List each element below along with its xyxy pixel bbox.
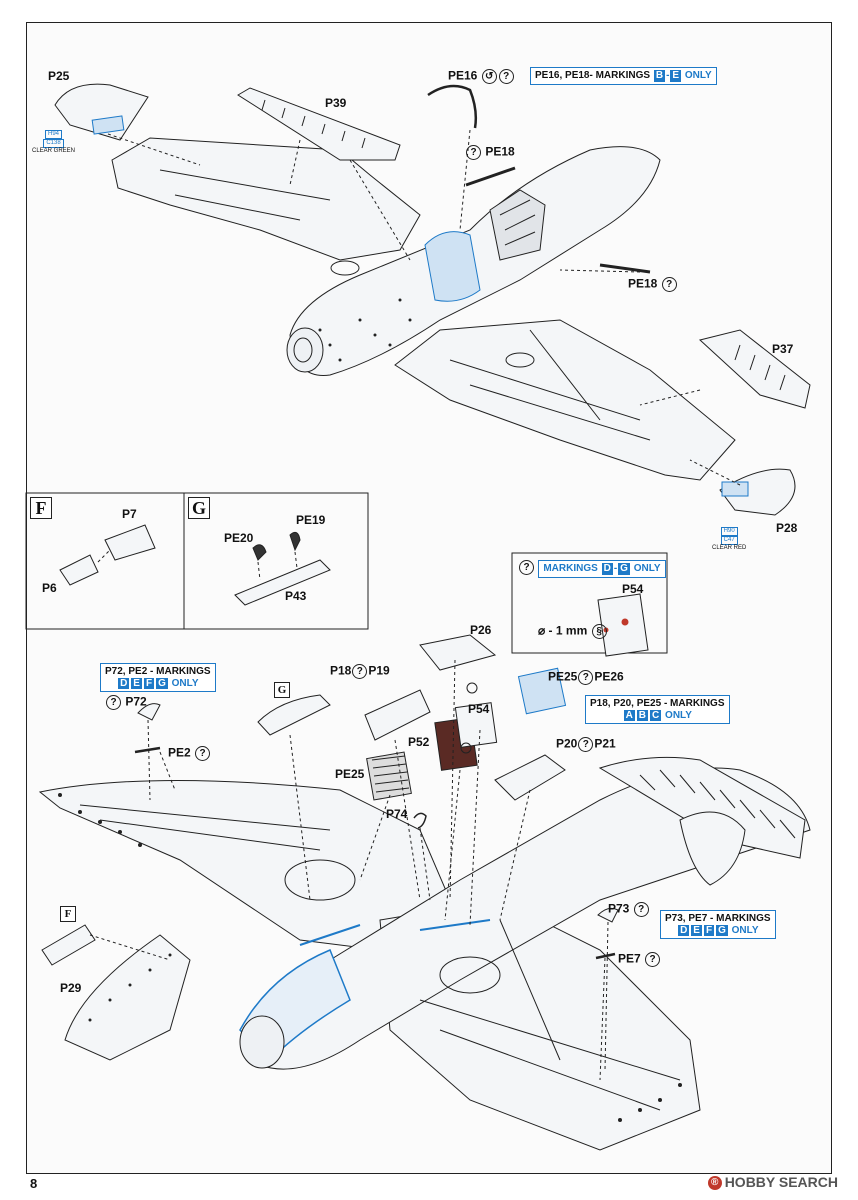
option-icon: ?	[645, 952, 661, 967]
pe18-top-strip	[465, 166, 516, 187]
label-pe7: PE7 ?	[618, 952, 661, 967]
label-p26: P26	[470, 623, 492, 637]
label-p74: P74	[386, 807, 408, 821]
pe16-part	[427, 84, 478, 129]
label-pe19: PE19	[296, 513, 326, 527]
label-p43: P43	[285, 589, 307, 603]
label-p20-p21: P20?P21	[556, 736, 616, 752]
label-pe25: PE25	[335, 767, 365, 781]
option-icon: ?	[466, 145, 481, 160]
p26-part	[419, 634, 497, 671]
p25-clear-insert	[91, 115, 125, 135]
option-icon: ?	[195, 746, 211, 761]
bend-icon: ↺	[481, 69, 497, 84]
option-icon: ?	[519, 560, 534, 576]
label-pe18-mid: PE18 ?	[628, 277, 678, 292]
label-p54: P54	[468, 702, 490, 716]
section-letter-g-small: G	[274, 682, 290, 698]
label-pe18-top: ? PE18	[465, 145, 515, 160]
option-icon: ?	[661, 277, 677, 292]
pe7-part	[595, 952, 616, 960]
p7-part	[104, 524, 156, 561]
label-p72: ? P72	[105, 695, 147, 710]
label-p6: P6	[42, 581, 57, 595]
drill-icon: §	[591, 624, 607, 639]
g-small-part	[257, 694, 331, 736]
label-p18-p19: P18?P19	[330, 663, 390, 679]
label-pe2: PE2 ?	[168, 746, 211, 761]
label-p7: P7	[122, 507, 137, 521]
hobby-search-logo-icon: ®	[707, 1176, 722, 1191]
pe2-part	[134, 746, 161, 754]
p6-part	[59, 554, 99, 586]
note-pe16-pe18-markings: PE16, PE18- MARKINGS B-E ONLY	[530, 67, 717, 85]
paint-code-h90: H90	[720, 527, 738, 537]
paint-code-h94: H94	[45, 130, 63, 140]
label-p39: P39	[325, 96, 347, 110]
pe25-pe26-clear-part	[517, 667, 567, 715]
page-number: 8	[30, 1176, 38, 1191]
section-letter-f-small: F	[60, 906, 76, 922]
label-p73: P73 ?	[608, 902, 650, 917]
option-icon: ?	[633, 902, 649, 917]
upper-right-wing	[394, 319, 736, 481]
note-markings-d-g: ? MARKINGS D-G ONLY	[518, 560, 666, 578]
p72-part	[137, 703, 161, 721]
p39-part	[237, 87, 401, 161]
inset-g-frame	[183, 492, 369, 630]
label-p28: P28	[776, 521, 798, 535]
paint-code-c138: C138	[43, 139, 64, 149]
label-pe16: PE16 ↺?	[448, 69, 515, 84]
upper-left-wing	[111, 137, 421, 261]
p18-p19-part	[364, 689, 431, 741]
label-p29: P29	[60, 981, 82, 995]
label-pe25-pe26: PE25?PE26	[548, 669, 624, 685]
option-icon: ?	[578, 670, 594, 685]
lower-spinner	[239, 1015, 285, 1069]
lower-fin	[679, 811, 746, 886]
paint-clear-green: H94 C138 CLEAR GREEN	[32, 130, 75, 156]
p28-part	[719, 468, 796, 516]
label-p52: P52	[408, 735, 430, 749]
option-icon: ?	[498, 69, 514, 84]
label-p37: P37	[772, 342, 794, 356]
paint-name-clear-green: CLEAR GREEN	[32, 148, 76, 155]
paint-clear-red: H90 C47 CLEAR RED	[712, 527, 746, 553]
pe18-mid-strip	[599, 263, 651, 274]
p43-part	[234, 559, 331, 606]
pe25-mesh-part	[366, 751, 412, 801]
cockpit-frame-blue	[424, 231, 481, 302]
p25-part	[54, 83, 149, 141]
p29-part	[64, 934, 191, 1061]
inset-dg-frame	[511, 552, 668, 654]
label-drill: ⌀ - 1 mm §	[538, 624, 608, 639]
section-letter-f: F	[30, 497, 52, 519]
spinner-nose	[286, 327, 324, 373]
label-pe20: PE20	[224, 531, 254, 545]
option-icon: ?	[106, 695, 121, 710]
lower-tailplane	[598, 756, 806, 859]
section-letter-g: G	[188, 497, 210, 519]
label-p25: P25	[48, 69, 70, 83]
p28-clear-insert	[721, 481, 749, 497]
label-p54-inset: P54	[622, 582, 644, 596]
paint-name-clear-red: CLEAR RED	[712, 545, 747, 552]
p37-part	[698, 329, 811, 409]
watermark: ®HOBBY SEARCH	[707, 1174, 838, 1191]
p74-part	[413, 812, 427, 829]
pe20-part	[252, 544, 267, 561]
option-icon: ?	[578, 737, 594, 752]
pe19-part	[289, 531, 301, 552]
p20-p21-part	[494, 754, 566, 801]
option-icon: ?	[352, 664, 368, 679]
paint-code-c47: C47	[720, 536, 738, 546]
f-small-part	[41, 924, 96, 966]
p73-part	[597, 907, 619, 923]
